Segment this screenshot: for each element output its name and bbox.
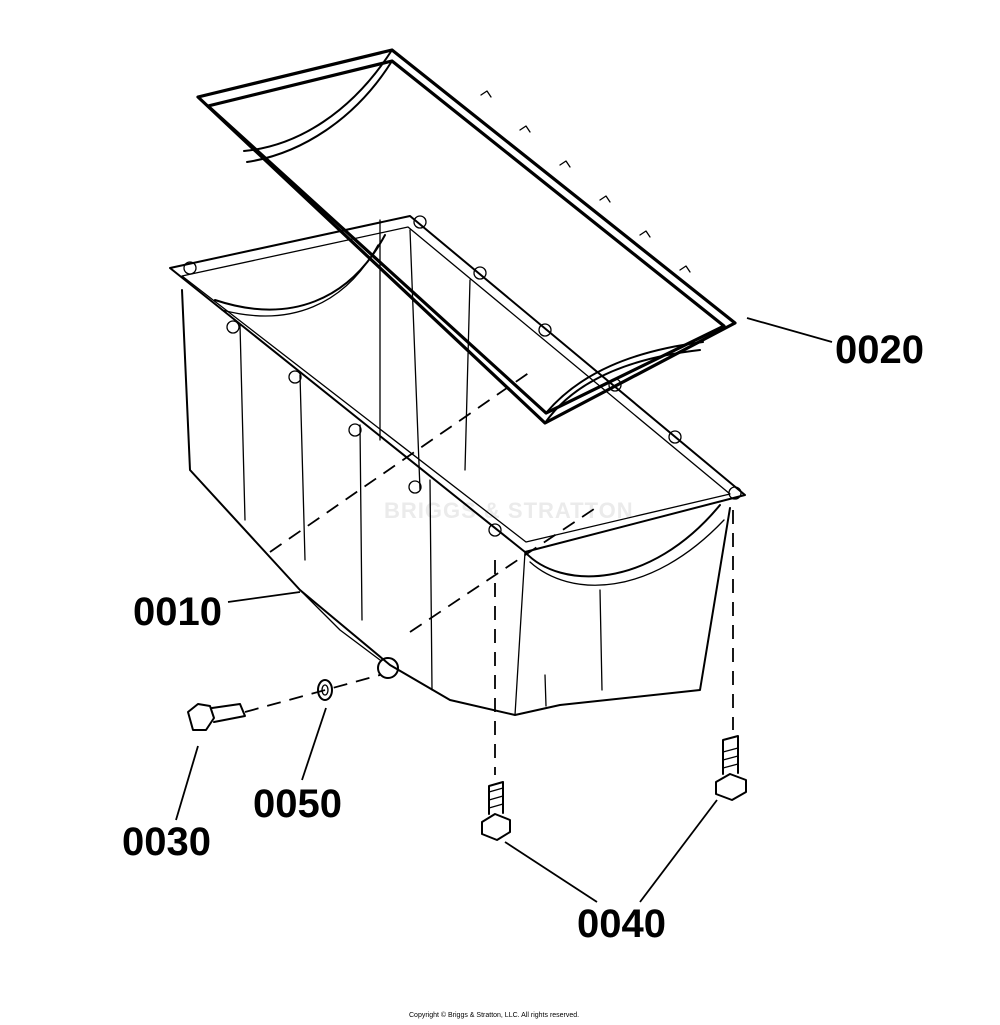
leader-0040b: [639, 799, 718, 903]
callout-drain-plug: 0030: [122, 820, 211, 864]
copyright-notice: Copyright © Briggs & Stratton, LLC. All …: [409, 1012, 580, 1019]
callout-oil-pan: 0010: [133, 590, 222, 634]
leader-0020: [746, 317, 833, 343]
bolt-part-right: [715, 735, 747, 801]
bolt-part-left: [481, 781, 511, 841]
washer-part: [317, 679, 333, 701]
leader-0010: [227, 591, 301, 603]
callout-bolts: 0040: [577, 902, 666, 946]
callout-washer: 0050: [253, 782, 342, 826]
leader-0050: [301, 707, 327, 781]
leader-0040a: [504, 841, 598, 903]
oil-pan-part: [169, 215, 746, 716]
drain-plug-part: [187, 703, 246, 731]
callout-gasket: 0020: [835, 328, 924, 372]
leader-0030: [175, 745, 199, 821]
gasket-part: [196, 48, 737, 425]
